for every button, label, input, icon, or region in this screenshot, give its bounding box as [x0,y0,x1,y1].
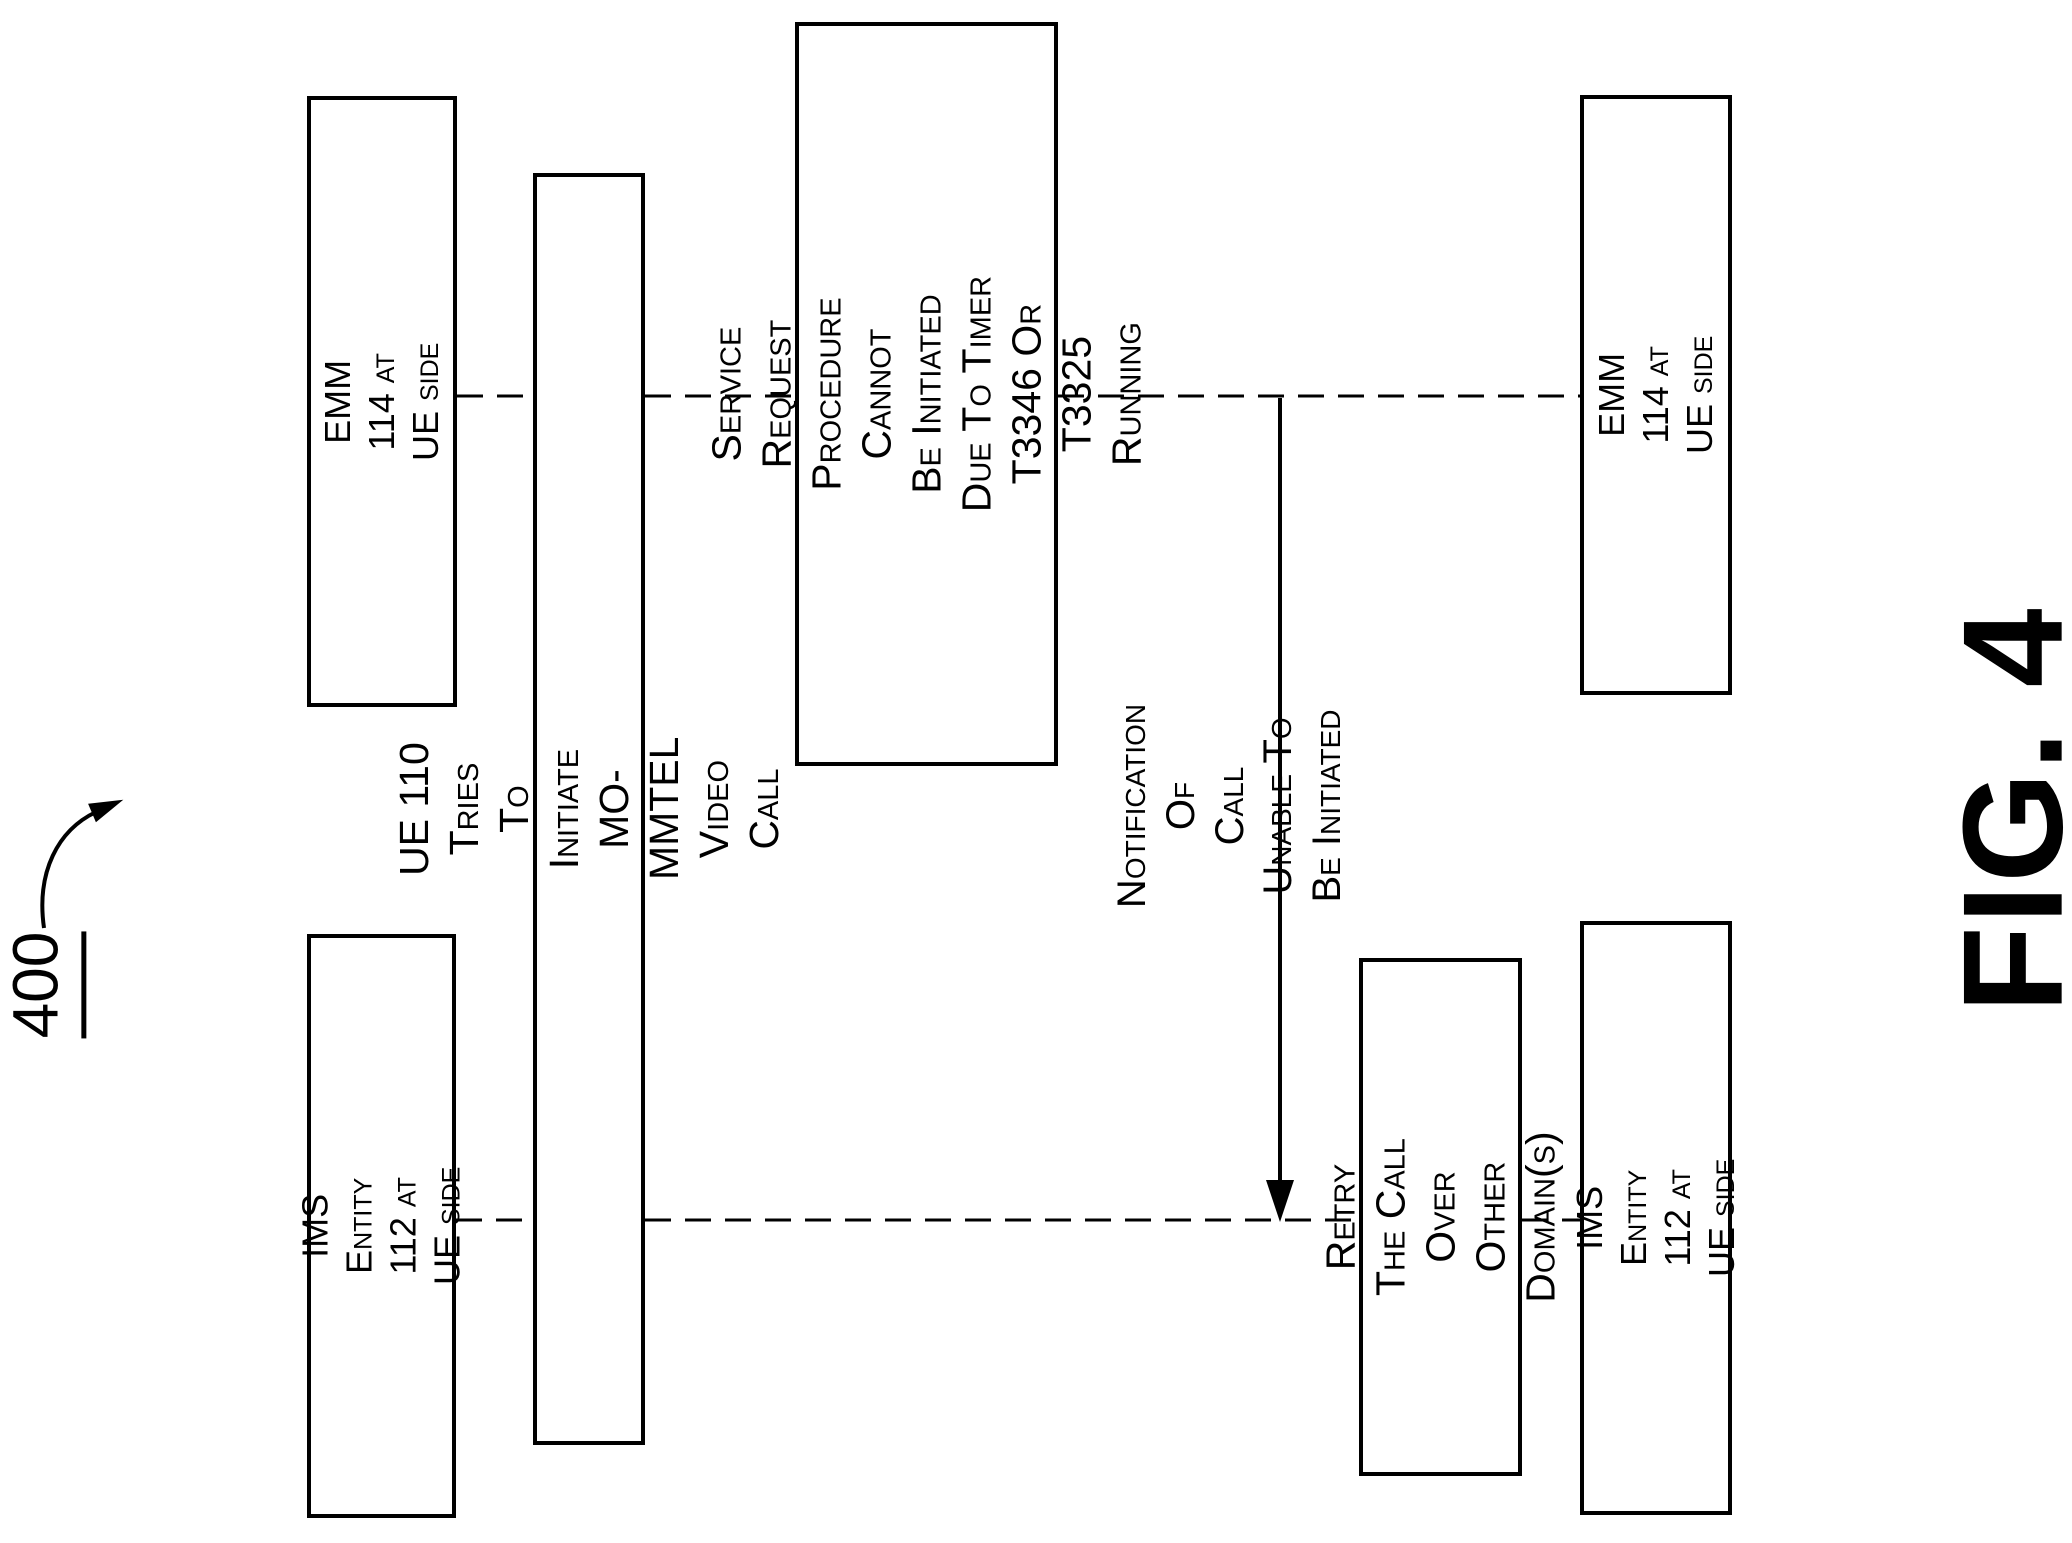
notification-message-label: Notification Of Call Unable To Be Initia… [1110,703,1350,909]
retry-call-label: Retry The Call Over Other Domain(s) [1317,1131,1564,1303]
ne-arrowhead-icon [88,799,124,823]
figure-reference-number: 400 [0,928,87,1042]
figure-caption: FIG. 4 [1933,600,2072,1020]
notification-arrow [1266,398,1294,1222]
ims-lifeline-label: IMS Entity 112 at UE side [1569,1158,1742,1278]
emm-lifeline-label: EMM 114 at UE side [1591,335,1720,455]
service-request-cannot-initiate-label: Service Request Procedure Cannot Be Init… [703,275,1150,513]
retry-call-box: Retry The Call Over Other Domain(s) [1317,958,1564,1476]
ims-lifeline-box-bottom: IMS Entity 112 at UE side [1569,921,1742,1515]
service-request-cannot-initiate-box: Service Request Procedure Cannot Be Init… [703,22,1150,766]
emm-lifeline-label: EMM 114 at UE side [317,342,446,461]
emm-lifeline-box-top: EMM 114 at UE side [307,96,457,707]
ims-lifeline-label: IMS Entity 112 at UE side [294,1166,468,1286]
down-arrowhead-icon [1266,1180,1294,1222]
reference-pointer-arrow [40,799,124,929]
ue-initiate-call-label: UE 110 Tries To Initiate MO-MMTEL Video … [390,736,788,880]
emm-lifeline-box-bottom: EMM 114 at UE side [1580,95,1732,695]
ue-initiate-call-box: UE 110 Tries To Initiate MO-MMTEL Video … [391,173,787,1445]
figure-reference-number-text: 400 [0,931,87,1039]
ims-lifeline-box-top: IMS Entity 112 at UE side [295,934,467,1518]
figure-caption-text: FIG. 4 [1933,607,2072,1014]
notification-message-text: Notification Of Call Unable To Be Initia… [1110,536,1349,1076]
